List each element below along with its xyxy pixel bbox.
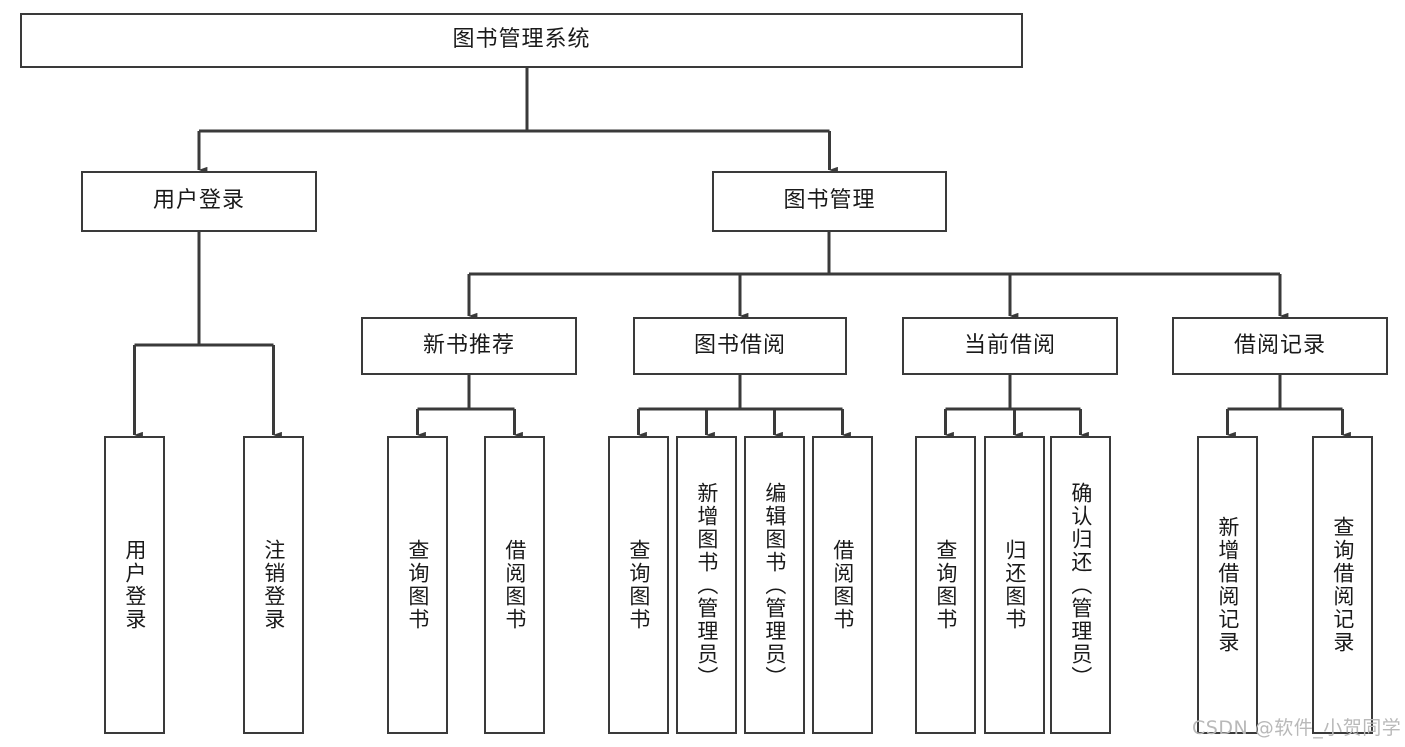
node-label-leaf-query-book-3: 查询图书 bbox=[933, 539, 958, 631]
node-label-user-login: 用户登录 bbox=[152, 188, 245, 214]
node-label-leaf-edit-book: 编辑图书（管理员） bbox=[762, 481, 787, 689]
node-label-leaf-borrow-book-1: 借阅图书 bbox=[502, 539, 527, 631]
node-borrow-record[interactable]: 借阅记录 bbox=[1172, 317, 1388, 375]
node-label-leaf-borrow-book-2: 借阅图书 bbox=[830, 539, 855, 631]
node-leaf-query-record[interactable]: 查询借阅记录 bbox=[1312, 436, 1373, 734]
node-label-leaf-query-book-2: 查询图书 bbox=[626, 539, 651, 631]
node-label-leaf-return-book: 归还图书 bbox=[1002, 539, 1027, 631]
node-leaf-query-book-2[interactable]: 查询图书 bbox=[608, 436, 669, 734]
node-current-borrow[interactable]: 当前借阅 bbox=[902, 317, 1118, 375]
node-label-leaf-add-record: 新增借阅记录 bbox=[1215, 516, 1240, 654]
node-new-book-rec[interactable]: 新书推荐 bbox=[361, 317, 577, 375]
node-label-borrow-record: 借阅记录 bbox=[1233, 332, 1326, 358]
node-label-leaf-logout: 注销登录 bbox=[261, 539, 286, 631]
edge-paths bbox=[133, 68, 1351, 439]
node-root[interactable]: 图书管理系统 bbox=[20, 13, 1023, 68]
node-leaf-add-book[interactable]: 新增图书（管理员） bbox=[676, 436, 737, 734]
node-book-manage[interactable]: 图书管理 bbox=[712, 171, 947, 232]
node-label-current-borrow: 当前借阅 bbox=[963, 332, 1056, 358]
node-label-leaf-user-login: 用户登录 bbox=[122, 539, 147, 631]
node-leaf-confirm-ret[interactable]: 确认归还（管理员） bbox=[1050, 436, 1111, 734]
node-label-leaf-confirm-ret: 确认归还（管理员） bbox=[1068, 481, 1093, 689]
node-leaf-query-book-3[interactable]: 查询图书 bbox=[915, 436, 976, 734]
node-label-leaf-query-record: 查询借阅记录 bbox=[1330, 516, 1355, 654]
node-label-book-borrow: 图书借阅 bbox=[693, 332, 786, 358]
node-label-root: 图书管理系统 bbox=[452, 27, 591, 53]
node-leaf-logout[interactable]: 注销登录 bbox=[243, 436, 304, 734]
node-leaf-query-book-1[interactable]: 查询图书 bbox=[387, 436, 448, 734]
node-leaf-borrow-book-1[interactable]: 借阅图书 bbox=[484, 436, 545, 734]
node-label-book-manage: 图书管理 bbox=[783, 188, 876, 214]
node-label-leaf-query-book-1: 查询图书 bbox=[405, 539, 430, 631]
node-label-new-book-rec: 新书推荐 bbox=[422, 332, 515, 358]
csdn-watermark: CSDN @软件_小贺同学 bbox=[1192, 717, 1402, 739]
node-leaf-user-login[interactable]: 用户登录 bbox=[104, 436, 165, 734]
node-book-borrow[interactable]: 图书借阅 bbox=[633, 317, 847, 375]
node-label-leaf-add-book: 新增图书（管理员） bbox=[694, 481, 719, 689]
node-leaf-edit-book[interactable]: 编辑图书（管理员） bbox=[744, 436, 805, 734]
node-leaf-return-book[interactable]: 归还图书 bbox=[984, 436, 1045, 734]
node-user-login[interactable]: 用户登录 bbox=[81, 171, 317, 232]
node-leaf-borrow-book-2[interactable]: 借阅图书 bbox=[812, 436, 873, 734]
node-leaf-add-record[interactable]: 新增借阅记录 bbox=[1197, 436, 1258, 734]
